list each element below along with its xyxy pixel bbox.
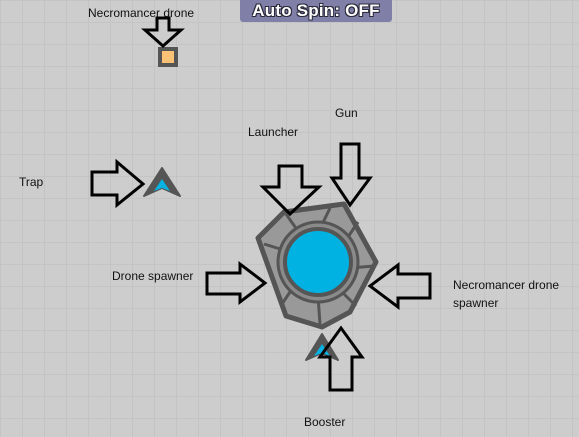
arrow-launcher	[259, 164, 323, 217]
arrow-drone-spawner	[205, 260, 268, 306]
auto-spin-indicator[interactable]: Auto Spin: OFF	[240, 0, 392, 22]
arrow-booster	[317, 325, 365, 392]
annotation-arrows	[90, 16, 432, 392]
arrow-necromancer-drone	[141, 16, 185, 49]
label-launcher: Launcher	[248, 125, 299, 139]
label-necromancer-spawner-line1: Necromancer drone	[453, 278, 560, 292]
label-trap: Trap	[19, 175, 44, 189]
player-tank[interactable]	[255, 201, 379, 330]
label-booster: Booster	[304, 415, 346, 429]
arrow-necromancer-spawner	[367, 262, 432, 310]
tank-body	[283, 227, 353, 297]
arrow-gun	[329, 142, 373, 208]
necromancer-drone	[158, 47, 178, 67]
label-gun: Gun	[335, 106, 358, 120]
arrow-trap	[90, 158, 146, 209]
label-necromancer-spawner-line2: spawner	[453, 296, 499, 310]
label-drone-spawner: Drone spawner	[112, 269, 194, 283]
trap	[143, 167, 181, 197]
auto-spin-label: Auto Spin: OFF	[252, 1, 380, 20]
